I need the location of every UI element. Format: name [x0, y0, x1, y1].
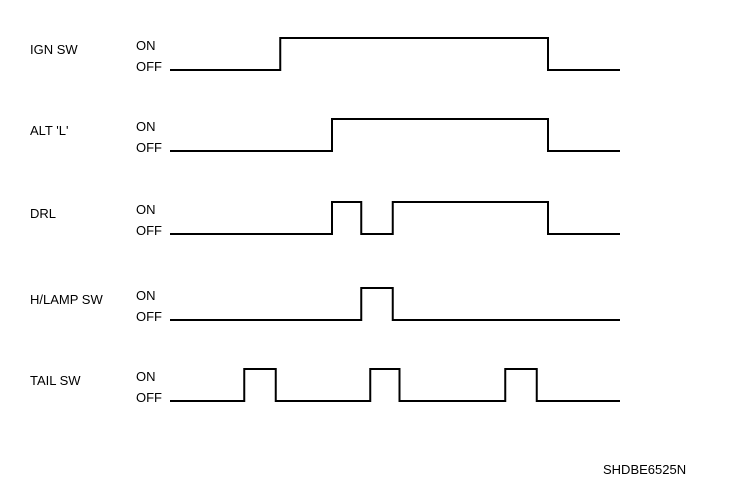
signal-waveform — [170, 118, 620, 152]
signal-waveform — [170, 201, 620, 235]
off-level-label: OFF — [136, 140, 162, 155]
signal-waveform — [170, 287, 620, 321]
signal-label: ALT 'L' — [30, 123, 68, 138]
on-level-label: ON — [136, 288, 156, 303]
on-level-label: ON — [136, 119, 156, 134]
off-level-label: OFF — [136, 309, 162, 324]
signal-label: IGN SW — [30, 42, 78, 57]
off-level-label: OFF — [136, 223, 162, 238]
on-level-label: ON — [136, 202, 156, 217]
off-level-label: OFF — [136, 59, 162, 74]
figure-code: SHDBE6525N — [603, 462, 686, 477]
off-level-label: OFF — [136, 390, 162, 405]
signal-label: TAIL SW — [30, 373, 81, 388]
signal-label: DRL — [30, 206, 56, 221]
signal-waveform — [170, 368, 620, 402]
signal-label: H/LAMP SW — [30, 292, 103, 307]
signal-waveform — [170, 37, 620, 71]
on-level-label: ON — [136, 369, 156, 384]
on-level-label: ON — [136, 38, 156, 53]
